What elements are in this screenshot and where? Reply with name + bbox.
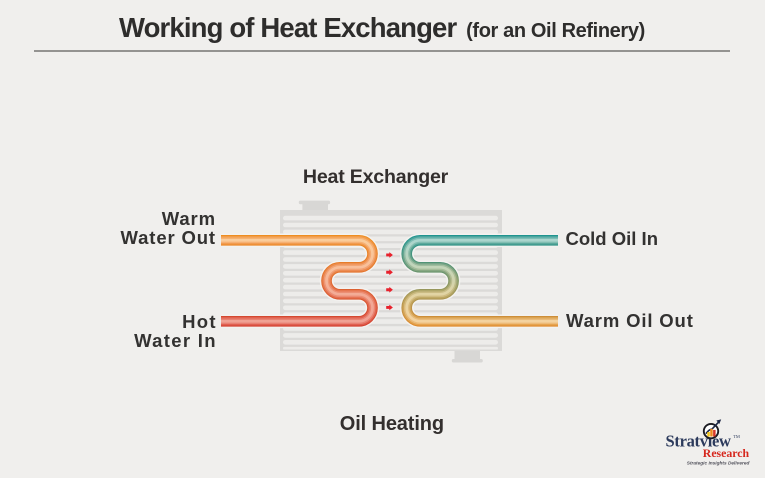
svg-text:TM: TM bbox=[733, 434, 740, 439]
svg-text:Strategic Insights Delivered: Strategic Insights Delivered bbox=[687, 461, 750, 467]
svg-text:Research: Research bbox=[703, 446, 750, 460]
